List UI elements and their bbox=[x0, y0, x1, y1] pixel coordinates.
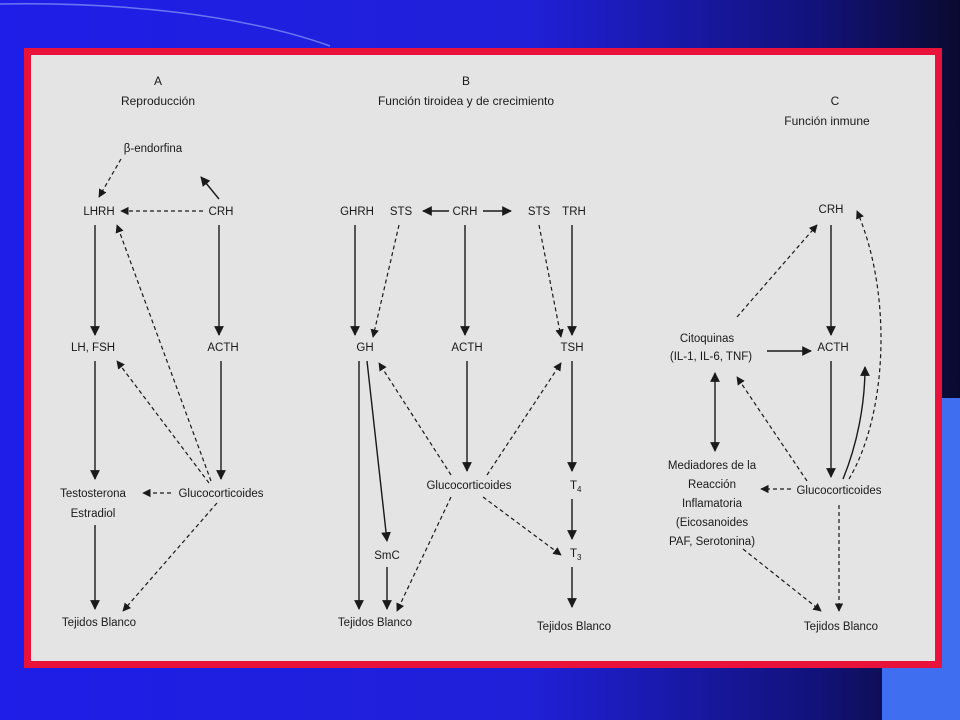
arrow-c-gluco-acth-feedback bbox=[842, 366, 870, 480]
node-a-endorfina: β-endorfina bbox=[124, 143, 183, 155]
node-c-crh: CRH bbox=[819, 204, 844, 216]
node-c-citoquinas-list: (IL-1, IL-6, TNF) bbox=[670, 351, 752, 363]
node-c-mediadores-2: Reacción bbox=[688, 479, 736, 491]
node-b-t3: T3 bbox=[570, 548, 582, 562]
node-b-tejidos-right: Tejidos Blanco bbox=[537, 621, 611, 633]
node-c-acth: ACTH bbox=[817, 342, 848, 354]
arrow-b-stsleft-gh bbox=[370, 224, 400, 338]
diagram-frame: A Reproducción β-endorfina LHRH CRH LH, … bbox=[24, 48, 942, 668]
node-a-lhrh: LHRH bbox=[83, 206, 114, 218]
node-b-tejidos-left: Tejidos Blanco bbox=[338, 617, 412, 629]
node-b-crh: CRH bbox=[453, 206, 478, 218]
node-c-mediadores-4: (Eicosanoides bbox=[676, 517, 748, 529]
node-a-acth: ACTH bbox=[207, 342, 238, 354]
node-c-tejidos: Tejidos Blanco bbox=[804, 621, 878, 633]
node-b-glucocorticoides: Glucocorticoides bbox=[426, 480, 511, 492]
node-a-lh-fsh: LH, FSH bbox=[71, 342, 115, 354]
panel-a-letter: A bbox=[154, 74, 162, 88]
node-b-ghrh: GHRH bbox=[340, 206, 374, 218]
arrow-b-gluco-tejidos bbox=[396, 496, 452, 612]
node-b-tsh: TSH bbox=[561, 342, 584, 354]
hpa-axis-diagram: A Reproducción β-endorfina LHRH CRH LH, … bbox=[60, 74, 882, 633]
arrow-c-gluco-crh-feedback bbox=[848, 210, 882, 480]
node-b-smc: SmC bbox=[374, 550, 400, 562]
arrow-a-gluco-tejidos bbox=[122, 502, 218, 612]
arrow-a-endorfina-lhrh bbox=[98, 158, 122, 198]
node-c-mediadores-1: Mediadores de la bbox=[668, 460, 757, 472]
panel-c-letter: C bbox=[831, 94, 840, 108]
panel-b-title: Función tiroidea y de crecimiento bbox=[378, 94, 554, 108]
panel-c-title: Función inmune bbox=[784, 114, 870, 128]
panel-a-title: Reproducción bbox=[121, 94, 195, 108]
node-c-mediadores-3: Inflamatoria bbox=[682, 498, 743, 510]
node-b-t4: T4 bbox=[570, 480, 582, 494]
node-b-acth: ACTH bbox=[451, 342, 482, 354]
node-a-estradiol: Estradiol bbox=[71, 508, 116, 520]
node-a-glucocorticoides: Glucocorticoides bbox=[178, 488, 263, 500]
node-b-sts-right: STS bbox=[528, 206, 551, 218]
node-b-gh: GH bbox=[356, 342, 373, 354]
arrow-c-mediadores-tejidos bbox=[742, 548, 822, 612]
node-c-mediadores-5: PAF, Serotonina) bbox=[669, 536, 755, 548]
arrow-b-gluco-gh bbox=[378, 362, 452, 476]
diagram-canvas: A Reproducción β-endorfina LHRH CRH LH, … bbox=[31, 55, 935, 661]
node-b-trh: TRH bbox=[562, 206, 586, 218]
panel-b-letter: B bbox=[462, 74, 470, 88]
arrow-a-crh-endorfina bbox=[200, 176, 220, 200]
node-c-citoquinas: Citoquinas bbox=[680, 333, 735, 345]
arrow-a-gluco-lhrh bbox=[115, 224, 212, 482]
arrow-b-gluco-tsh bbox=[486, 362, 562, 476]
arrow-c-citoquinas-crh bbox=[736, 224, 818, 318]
node-c-glucocorticoides: Glucocorticoides bbox=[796, 485, 881, 497]
arrow-a-gluco-lhfsh bbox=[116, 360, 210, 484]
node-b-sts-left: STS bbox=[390, 206, 413, 218]
node-a-crh: CRH bbox=[209, 206, 234, 218]
node-a-tejidos: Tejidos Blanco bbox=[62, 617, 136, 629]
arrow-b-gluco-t3 bbox=[482, 496, 562, 556]
arrow-b-stsright-tsh bbox=[538, 224, 564, 338]
node-a-testosterona: Testosterona bbox=[60, 488, 126, 500]
arrow-b-gh-smc bbox=[366, 360, 391, 542]
